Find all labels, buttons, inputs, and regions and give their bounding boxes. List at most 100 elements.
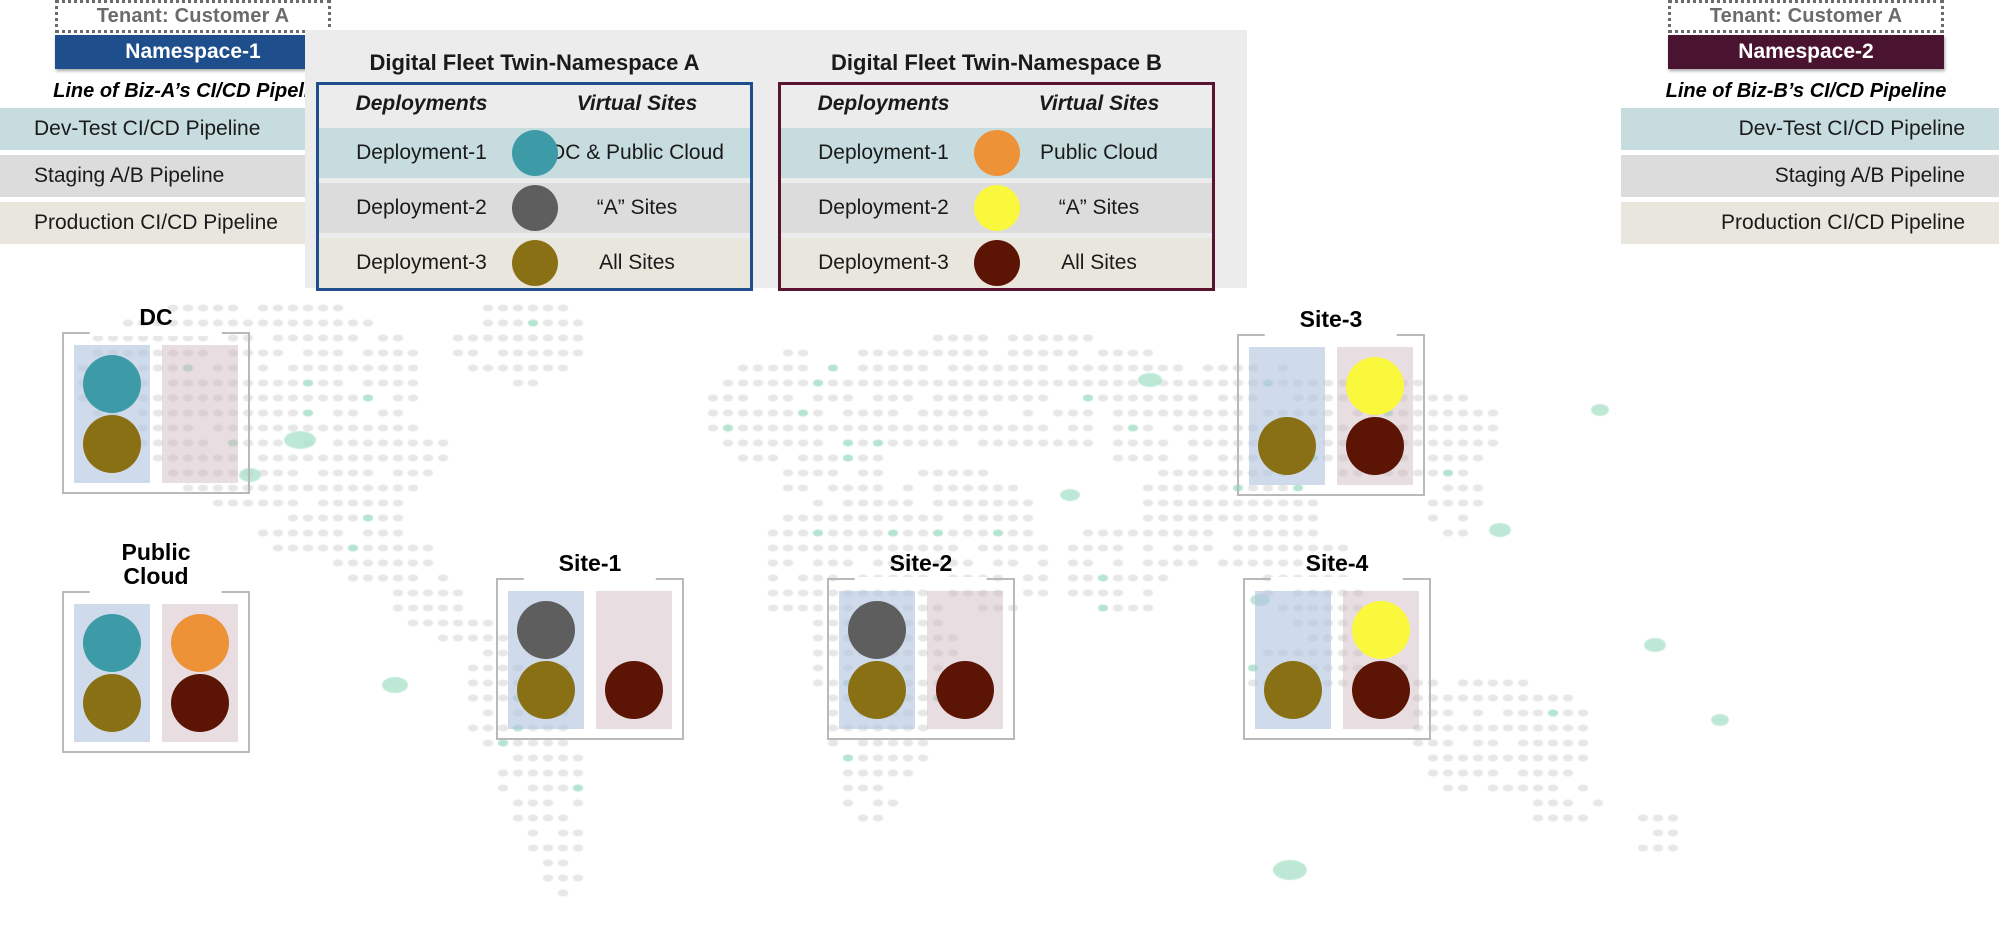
- virtual-site-name: All Sites: [599, 251, 675, 274]
- map-site-site-1[interactable]: Site-1: [496, 550, 684, 741]
- deployment-name: Deployment-3: [356, 251, 487, 274]
- site-cell-blue: [1255, 591, 1331, 730]
- gray-status-dot: [512, 185, 558, 231]
- fleet-b-table: Deployments Virtual Sites Deployment-1 Pu…: [778, 82, 1215, 291]
- site-bracket: [62, 591, 250, 754]
- deployment-name: Deployment-1: [818, 141, 949, 164]
- site-cell-row: [1249, 347, 1413, 486]
- olive-status-dot: [512, 240, 558, 286]
- yellow-status-dot: [1352, 601, 1410, 660]
- fleet-a-table: Deployments Virtual Sites Deployment-1 DC…: [316, 82, 753, 291]
- deployment-name: Deployment-2: [818, 196, 949, 219]
- fleet-row[interactable]: Deployment-2“A” Sites: [781, 183, 1212, 233]
- map-site-site-2[interactable]: Site-2: [827, 550, 1015, 741]
- deployment-name: Deployment-2: [356, 196, 487, 219]
- tenant-label-right: Tenant: Customer A: [1668, 0, 1944, 33]
- site-label: Site-3: [1299, 306, 1363, 332]
- digital-fleet-twin-panel: Digital Fleet Twin-Namespace A Deploymen…: [305, 30, 1247, 291]
- site-cell-blue: [74, 345, 150, 484]
- site-cell-pink: [162, 604, 238, 743]
- fleet-a-col-virtual-sites: Virtual Sites: [576, 92, 698, 115]
- site-cell-pink: [927, 591, 1003, 730]
- fleet-b-title: Digital Fleet Twin-Namespace B: [831, 50, 1162, 75]
- site-cell-row: [1255, 591, 1419, 730]
- fleet-a-col-deployments: Deployments: [355, 92, 488, 115]
- site-label: Site-4: [1305, 550, 1369, 576]
- deployment-name: Deployment-1: [356, 141, 487, 164]
- site-label: DC: [139, 304, 173, 330]
- pipeline-item-dev-test-right[interactable]: Dev-Test CI/CD Pipeline: [1621, 108, 1999, 150]
- fleet-row[interactable]: Deployment-1 Public Cloud: [781, 128, 1212, 178]
- site-cell-row: [508, 591, 672, 730]
- fleet-b-col-virtual-sites: Virtual Sites: [1038, 92, 1160, 115]
- teal-status-dot: [512, 130, 558, 176]
- biz-b-pipeline-title: Line of Biz-B’s CI/CD Pipeline: [1665, 80, 1947, 102]
- teal-status-dot: [83, 614, 141, 673]
- virtual-site-name: “A” Sites: [596, 196, 678, 219]
- site-bracket: [1237, 334, 1425, 497]
- teal-status-dot: [83, 355, 141, 414]
- olive-status-dot: [848, 661, 906, 720]
- darkred-status-dot: [974, 240, 1020, 286]
- site-cell-pink: [1343, 591, 1419, 730]
- namespace-2-panel: Tenant: Customer A Namespace-2 Line of B…: [1621, 0, 1999, 244]
- virtual-site-name: Public Cloud: [1040, 141, 1158, 164]
- olive-status-dot: [83, 415, 141, 474]
- olive-status-dot: [83, 674, 141, 733]
- site-bracket: [496, 578, 684, 741]
- map-site-site-4[interactable]: Site-4: [1243, 550, 1431, 741]
- darkred-status-dot: [1352, 661, 1410, 720]
- orange-status-dot: [171, 614, 229, 673]
- site-cell-blue: [1249, 347, 1325, 486]
- olive-status-dot: [1258, 417, 1316, 476]
- site-cell-blue: [74, 604, 150, 743]
- darkred-status-dot: [1346, 417, 1404, 476]
- darkred-status-dot: [171, 674, 229, 733]
- gray-status-dot: [848, 601, 906, 660]
- site-label: Site-2: [889, 550, 953, 576]
- fleet-a-title: Digital Fleet Twin-Namespace A: [369, 50, 700, 75]
- fleet-row[interactable]: Deployment-2 “A” Sites: [319, 183, 750, 233]
- olive-status-dot: [1264, 661, 1322, 720]
- site-label: Site-1: [558, 550, 622, 576]
- olive-status-dot: [517, 661, 575, 720]
- darkred-status-dot: [936, 661, 994, 720]
- fleet-a-header-row: Deployments Virtual Sites: [319, 85, 750, 123]
- fleet-row[interactable]: Deployment-3 All Sites: [319, 238, 750, 288]
- tenant-label-left: Tenant: Customer A: [55, 0, 331, 33]
- map-site-dc[interactable]: DC: [62, 304, 250, 495]
- site-bracket: [827, 578, 1015, 741]
- namespace-1-badge[interactable]: Namespace-1: [55, 35, 331, 69]
- map-site-site-3[interactable]: Site-3: [1237, 306, 1425, 497]
- gray-status-dot: [517, 601, 575, 660]
- pipeline-item-production-right[interactable]: Production CI/CD Pipeline: [1621, 202, 1999, 244]
- deployment-name: Deployment-3: [818, 251, 949, 274]
- biz-a-pipeline-title: Line of Biz-A’s CI/CD Pipeline: [53, 80, 333, 102]
- pipeline-item-staging-right[interactable]: Staging A/B Pipeline: [1621, 155, 1999, 197]
- site-cell-pink: [1337, 347, 1413, 486]
- orange-status-dot: [974, 130, 1020, 176]
- fleet-row[interactable]: Deployment-3 All Sites: [781, 238, 1212, 288]
- virtual-site-name: All Sites: [1061, 251, 1137, 274]
- fleet-b-col-deployments: Deployments: [817, 92, 950, 115]
- site-cell-row: [74, 604, 238, 743]
- fleet-b-header-row: Deployments Virtual Sites: [781, 85, 1212, 123]
- fleet-row[interactable]: Deployment-1 DC & Public Cloud: [319, 128, 750, 178]
- site-bracket: [1243, 578, 1431, 741]
- site-cell-blue: [508, 591, 584, 730]
- site-cell-pink: [162, 345, 238, 484]
- darkred-status-dot: [605, 661, 663, 720]
- yellow-status-dot: [1346, 357, 1404, 416]
- yellow-status-dot: [974, 185, 1020, 231]
- namespace-2-badge[interactable]: Namespace-2: [1668, 35, 1944, 69]
- site-cell-row: [839, 591, 1003, 730]
- fleet-twin-namespace-a: Digital Fleet Twin-Namespace A Deploymen…: [316, 50, 753, 291]
- site-cell-pink: [596, 591, 672, 730]
- virtual-site-name: DC & Public Cloud: [550, 141, 724, 164]
- site-cell-row: [74, 345, 238, 484]
- fleet-twin-namespace-b: Digital Fleet Twin-Namespace B Deploymen…: [778, 50, 1215, 291]
